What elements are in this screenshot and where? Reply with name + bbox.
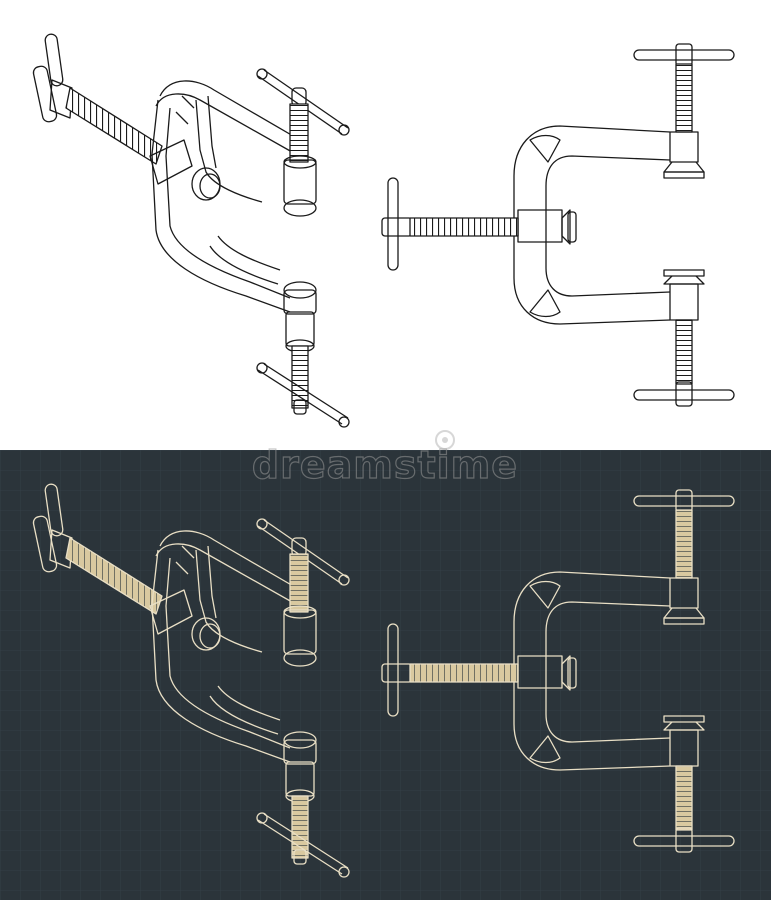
light-panel-drawing — [32, 33, 735, 428]
top-right-screw — [256, 68, 350, 217]
front-left-screw — [381, 623, 519, 717]
isometric-view — [32, 483, 350, 878]
top-right-screw — [256, 518, 350, 667]
left-threaded-screw — [65, 537, 163, 615]
front-top-screw — [633, 43, 735, 179]
frame-boss — [149, 589, 221, 651]
clamp-frame — [151, 530, 301, 763]
dark-panel — [0, 450, 771, 900]
clamp-frame — [151, 80, 301, 313]
front-center-boss — [517, 209, 577, 245]
bottom-right-screw — [256, 731, 350, 878]
left-threaded-screw — [65, 87, 163, 165]
isometric-view — [32, 33, 350, 428]
front-left-screw — [381, 177, 519, 271]
frame-boss — [149, 139, 221, 201]
front-view — [381, 43, 735, 407]
front-bottom-screw — [633, 715, 735, 853]
left-t-handle — [32, 483, 73, 573]
front-frame — [513, 125, 671, 325]
front-bottom-screw — [633, 269, 735, 407]
front-view — [381, 489, 735, 853]
left-t-handle — [32, 33, 73, 123]
front-center-boss — [517, 655, 577, 691]
bottom-right-screw — [256, 281, 350, 428]
light-panel — [32, 33, 735, 428]
blueprint-grid — [0, 450, 771, 900]
front-top-screw — [633, 489, 735, 625]
dark-panel-drawing — [0, 450, 771, 900]
